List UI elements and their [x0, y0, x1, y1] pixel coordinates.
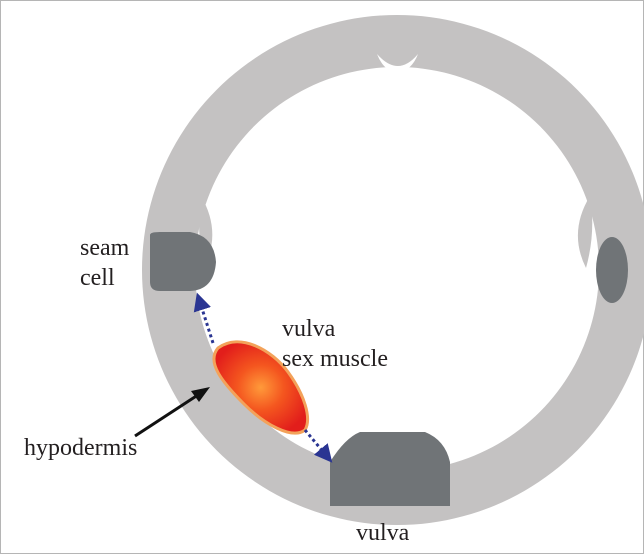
ring-ridge-right	[578, 196, 592, 268]
vulva-sex-muscle-label-line1: vulva	[282, 316, 336, 342]
vulva-label: vulva	[356, 520, 410, 546]
seam-cell-label-line1: seam	[80, 235, 130, 261]
vulva-sex-muscle-label-line2: sex muscle	[282, 346, 388, 372]
seam-cell-left	[150, 232, 216, 291]
seam-cell-right	[596, 237, 628, 303]
vulva-cells	[330, 432, 450, 506]
seam-cell-label-line2: cell	[80, 265, 115, 291]
hypodermis-label: hypodermis	[24, 435, 137, 461]
